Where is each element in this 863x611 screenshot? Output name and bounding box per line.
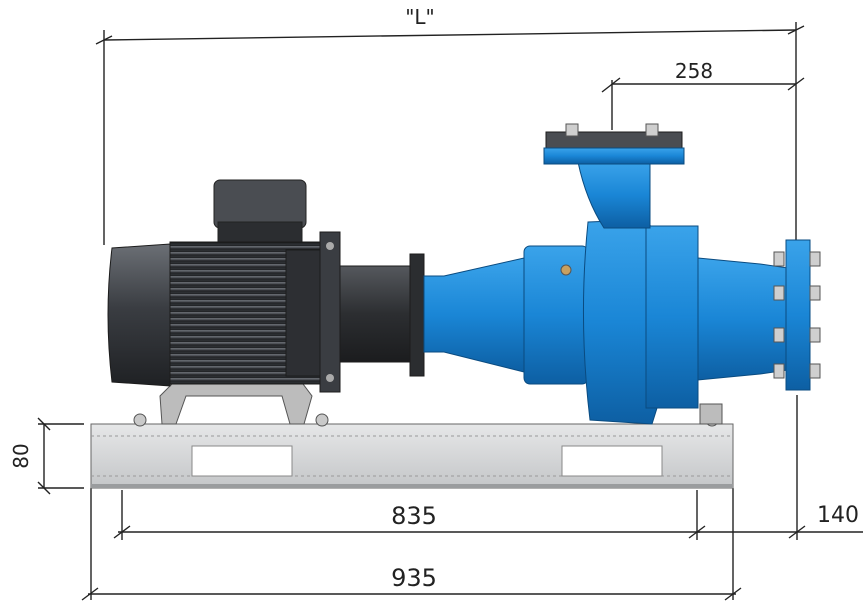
dimension-bolt-spacing: 835 (391, 502, 437, 530)
dimension-inlet-to-base: 140 (817, 503, 859, 528)
dimension-overall-length: "L" (405, 5, 435, 29)
centrifugal-pump (423, 123, 821, 425)
dimension-base-length: 935 (391, 564, 437, 592)
electric-motor (107, 179, 341, 425)
dimension-outlet-offset: 258 (675, 59, 713, 83)
coupling-housing (339, 253, 425, 377)
dimension-base-height: 80 (9, 443, 33, 468)
base-frame (90, 413, 734, 489)
dimension-lines (37, 22, 863, 601)
